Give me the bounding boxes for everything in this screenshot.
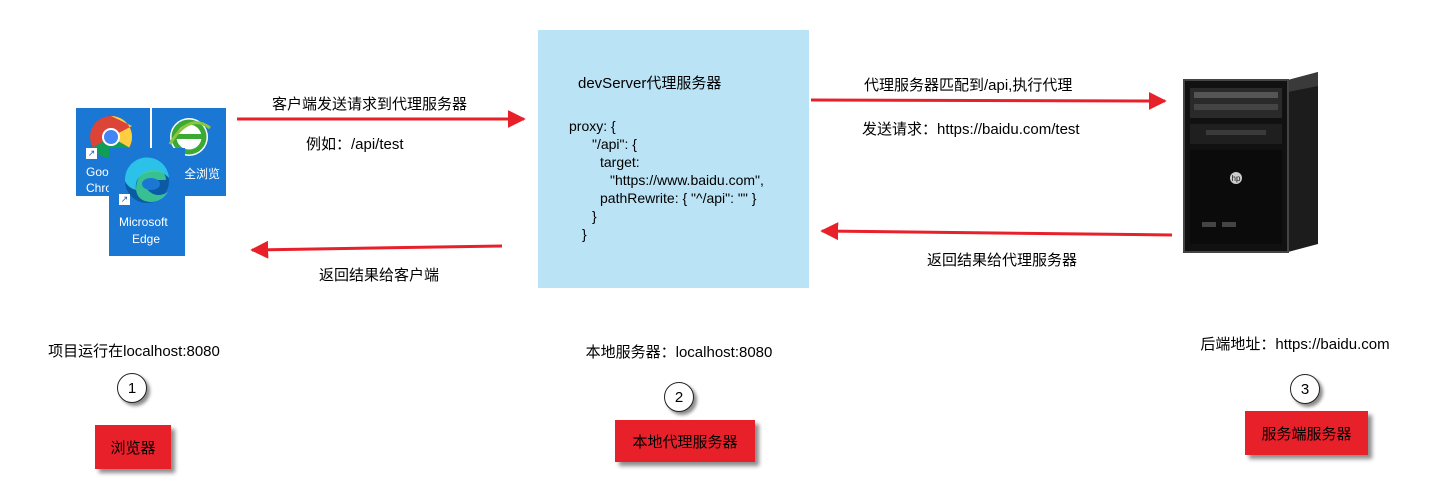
code-line: "/api": { — [592, 136, 637, 152]
server-tower-icon: hp — [1170, 66, 1330, 261]
node-2-desc: 本地服务器：localhost:8080 — [585, 344, 773, 361]
chrome-label-1: Goo — [86, 165, 109, 179]
proxy-server-panel: devServer代理服务器 proxy: { "/api": { target… — [538, 30, 809, 288]
proxy-panel-title: devServer代理服务器 — [578, 75, 722, 92]
edge-icon — [124, 157, 169, 203]
code-line: } — [592, 208, 597, 224]
code-line: } — [582, 226, 587, 242]
node-1-label: 浏览器 — [95, 425, 171, 469]
node-1-desc: 项目运行在localhost:8080 — [48, 343, 220, 360]
code-line: pathRewrite: { "^/api": "" } — [600, 190, 757, 206]
arrow-proxy-to-server — [810, 91, 1167, 110]
node-3-label: 服务端服务器 — [1245, 411, 1368, 455]
edge-label-2: Edge — [132, 232, 161, 246]
node-2-label: 本地代理服务器 — [615, 420, 755, 462]
svg-text:hp: hp — [1232, 174, 1241, 183]
code-line: target: — [600, 154, 640, 170]
label-proxy-send: 发送请求：https://baidu.com/test — [862, 121, 1080, 138]
label-proxy-to-server: 代理服务器匹配到/api,执行代理 — [864, 77, 1073, 94]
browser-icons: ↗ Goo Chro 全浏览 ↗ Microsoft Edge — [76, 108, 226, 256]
ie-browser-icon — [168, 118, 211, 156]
arrow-server-to-proxy — [820, 222, 1173, 241]
node-3-desc: 后端地址：https://baidu.com — [1200, 336, 1390, 353]
chrome-label-2: Chro — [86, 181, 113, 195]
shortcut-arrow-icon: ↗ — [119, 194, 130, 205]
code-line: "https://www.baidu.com", — [610, 172, 764, 188]
label-client-to-proxy: 客户端发送请求到代理服务器 — [272, 96, 468, 113]
label-client-example: 例如：/api/test — [306, 136, 404, 153]
arrow-proxy-to-client — [250, 240, 503, 259]
label-proxy-to-client: 返回结果给客户端 — [319, 267, 440, 284]
code-line: proxy: { — [569, 118, 616, 134]
edge-tile[interactable]: ↗ Microsoft Edge — [109, 148, 185, 256]
node-2-number-badge: 2 — [664, 382, 694, 412]
server-tower-image: hp — [1170, 66, 1330, 261]
node-3-number-badge: 3 — [1290, 374, 1320, 404]
label-server-to-proxy: 返回结果给代理服务器 — [927, 252, 1078, 269]
node-1-number-badge: 1 — [117, 373, 147, 403]
shortcut-arrow-icon: ↗ — [86, 148, 97, 159]
edge-label-1: Microsoft — [119, 215, 168, 229]
ie-label: 全浏览 — [184, 167, 221, 181]
